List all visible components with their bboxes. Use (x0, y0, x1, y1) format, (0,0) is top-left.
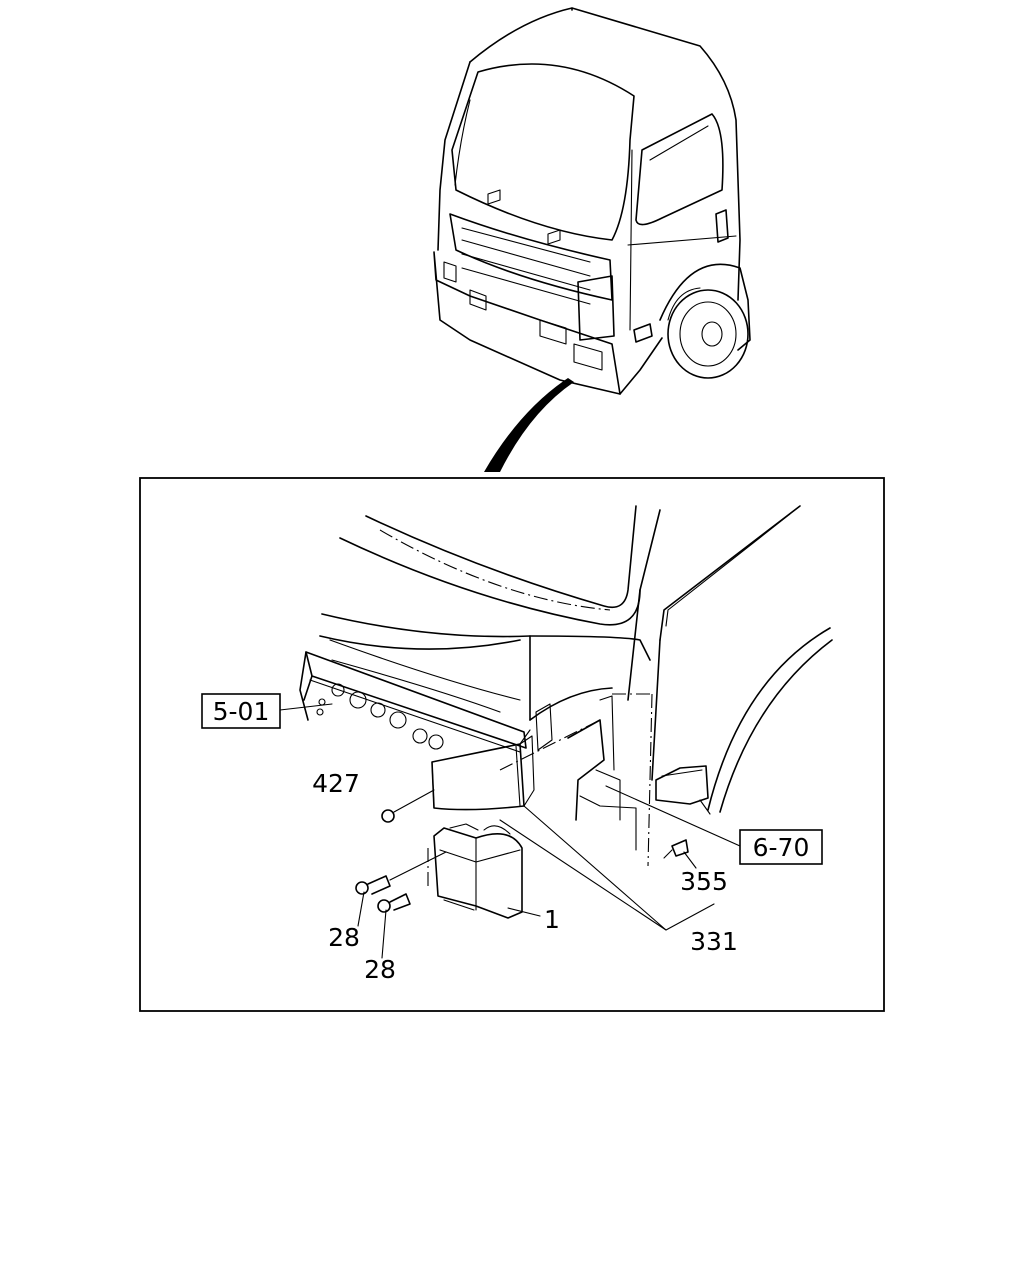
bolt-28-upper (355, 851, 447, 895)
lamp-housing-part (427, 823, 523, 919)
part-label-28-lower: 28 (364, 955, 396, 984)
part-label-1: 1 (544, 905, 560, 934)
detail-frame (139, 477, 885, 1012)
part-label-427: 427 (312, 769, 360, 798)
ref-label-6-70: 6-70 (753, 833, 810, 862)
nut-427 (381, 789, 435, 823)
part-label-28-upper: 28 (328, 923, 360, 952)
leader-lines (279, 703, 741, 959)
detail-cab-front (299, 505, 833, 867)
truck-cab-overview (433, 7, 751, 395)
ref-label-5-01: 5-01 (213, 697, 270, 726)
detail-pointer (484, 378, 574, 472)
screw-355 (663, 839, 689, 859)
ref-box-5-01 (201, 693, 281, 729)
part-label-355: 355 (680, 867, 728, 896)
corner-panel-part (431, 729, 535, 811)
bolt-28-lower (377, 893, 411, 913)
ref-box-6-70 (739, 829, 823, 865)
part-label-331: 331 (690, 927, 738, 956)
